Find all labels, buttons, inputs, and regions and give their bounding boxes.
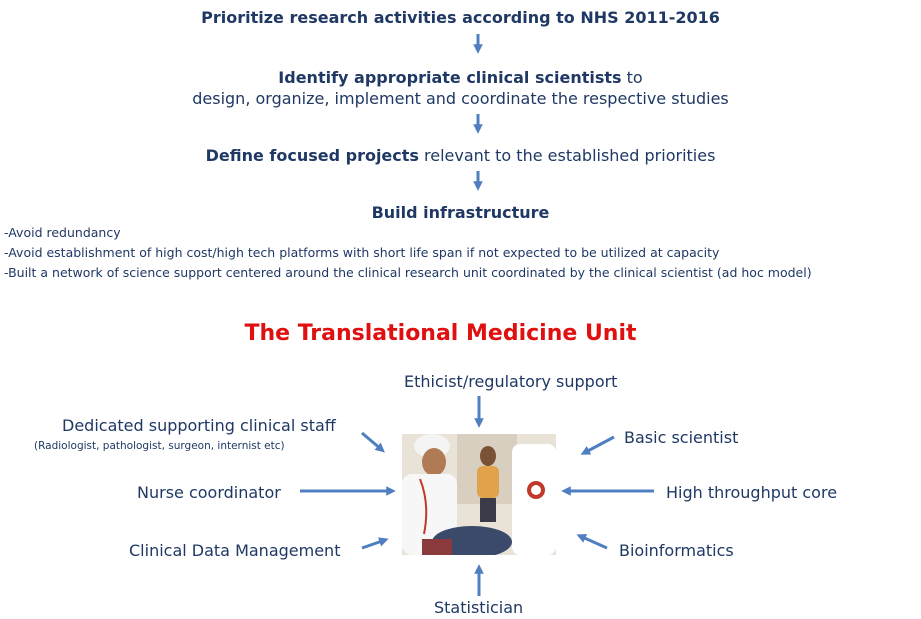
label-clinical-staff: Dedicated supporting clinical staff xyxy=(62,416,336,435)
step-1: Prioritize research activities according… xyxy=(0,8,921,27)
unit-title: The Translational Medicine Unit xyxy=(244,321,637,346)
label-high-throughput-core: High throughput core xyxy=(666,483,838,502)
bullet-item: -Avoid establishment of high cost/high t… xyxy=(4,245,720,260)
hub-arrow-left-bot xyxy=(361,537,389,550)
label-ethicist: Ethicist/regulatory support xyxy=(404,372,618,391)
clinical-photo-art xyxy=(402,434,556,555)
step-3-bold: Define focused projects xyxy=(205,146,419,165)
step-3-rest: relevant to the established priorities xyxy=(418,146,716,165)
bullet-item: -Built a network of science support cent… xyxy=(4,265,812,280)
step-2-line2: design, organize, implement and coordina… xyxy=(192,89,729,108)
hub-arrow-right-bot xyxy=(576,533,608,550)
label-basic-scientist: Basic scientist xyxy=(624,428,739,447)
step-2-rest: to xyxy=(621,68,643,87)
hub-arrow-right-top xyxy=(580,435,615,455)
hub-arrow-left-top xyxy=(361,431,385,453)
step-2: Identify appropriate clinical scientists… xyxy=(0,68,921,87)
label-statistician: Statistician xyxy=(434,598,524,617)
clinical-photo xyxy=(402,434,556,555)
label-clinical-data-management: Clinical Data Management xyxy=(129,541,341,560)
step-4: Build infrastructure xyxy=(0,203,921,222)
bullet-list: -Avoid redundancy -Avoid establishment o… xyxy=(4,223,812,283)
label-nurse-coordinator: Nurse coordinator xyxy=(137,483,281,502)
step-1-text: Prioritize research activities according… xyxy=(201,8,720,27)
step-4-bold: Build infrastructure xyxy=(371,203,550,222)
label-bioinformatics: Bioinformatics xyxy=(619,541,734,560)
step-3: Define focused projects relevant to the … xyxy=(0,146,921,165)
bullet-item: -Avoid redundancy xyxy=(4,225,121,240)
step-2-bold: Identify appropriate clinical scientists xyxy=(278,68,622,87)
label-clinical-staff-sub: (Radiologist, pathologist, surgeon, inte… xyxy=(34,440,285,452)
